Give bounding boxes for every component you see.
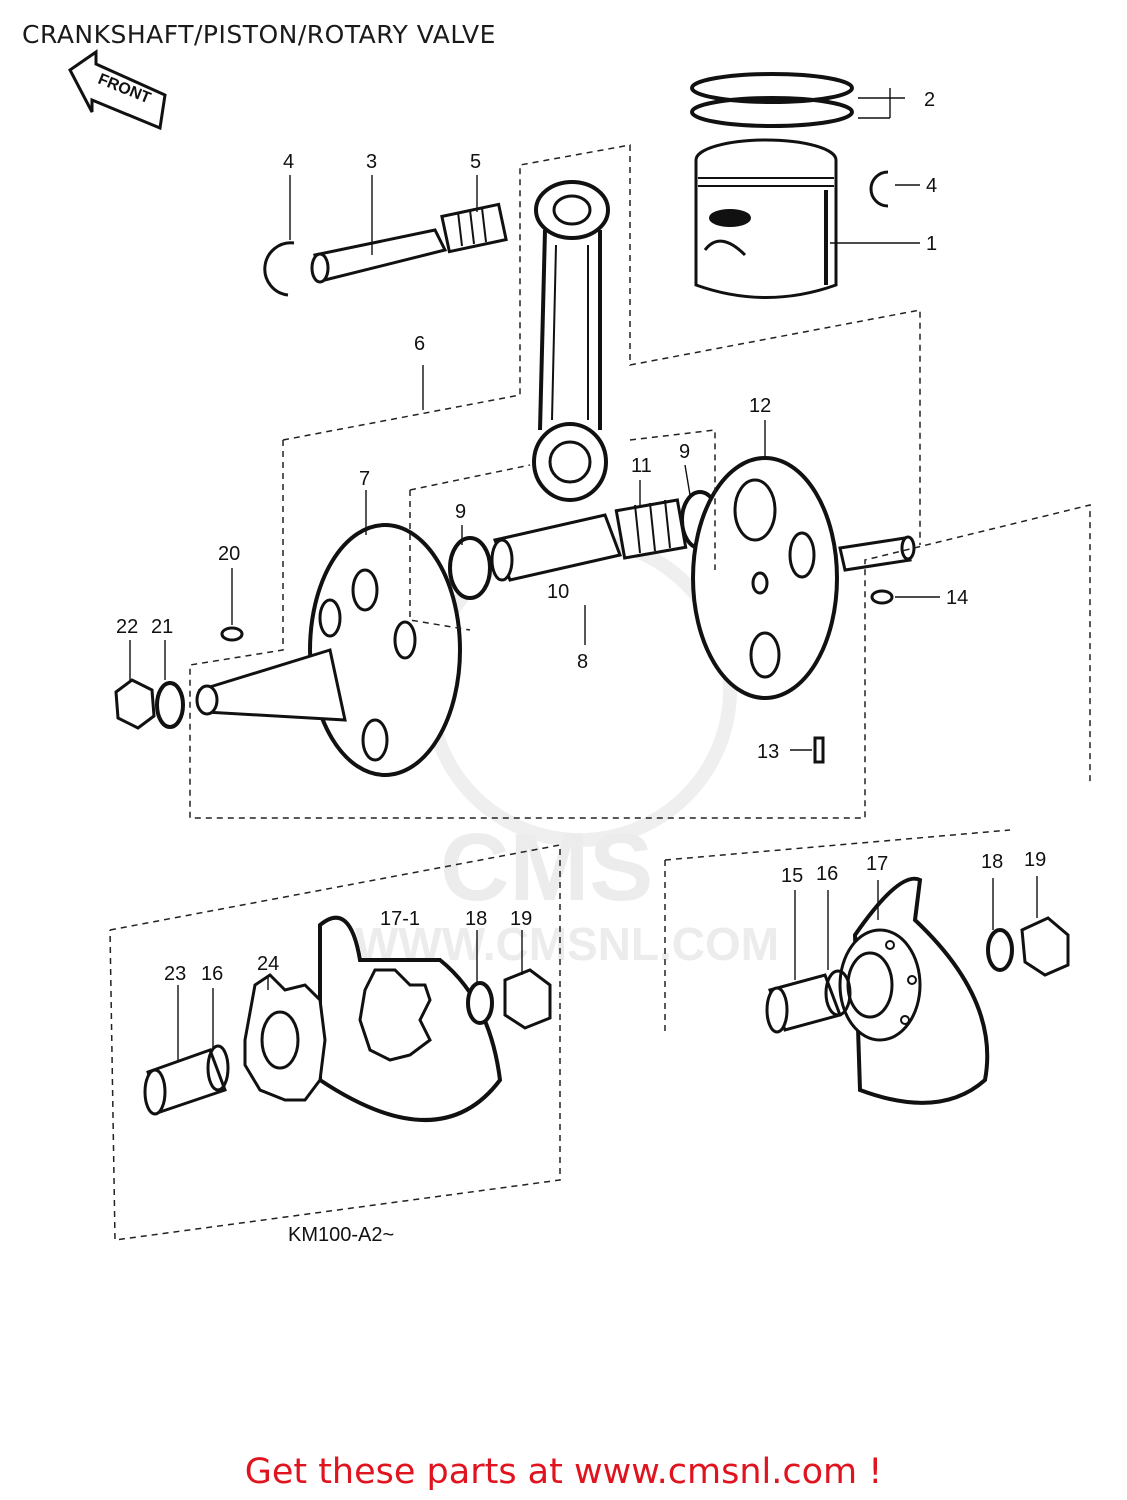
connecting-rod [532, 180, 610, 502]
part-label-5: 5 [470, 151, 481, 173]
part-label-14: 14 [946, 587, 968, 609]
part-label-20: 20 [218, 543, 240, 565]
rotary-valve-left [318, 915, 503, 1122]
part-label-18-left: 18 [465, 908, 487, 930]
part-labels: 2 1 4 4 3 5 6 7 9 9 11 12 10 8 14 13 20 … [116, 89, 1046, 1246]
dowel-pin [813, 736, 825, 764]
part-label-16-left: 16 [201, 963, 223, 985]
bushing-right [765, 969, 852, 1034]
part-label-9-left: 9 [455, 501, 466, 523]
front-arrow-icon: FRONT [68, 49, 167, 131]
part-label-24: 24 [257, 953, 279, 975]
piston-pin [310, 228, 448, 284]
small-end-bearing [440, 202, 508, 254]
circlip-right [869, 170, 889, 208]
part-label-22: 22 [116, 616, 138, 638]
model-note: KM100-A2~ [288, 1224, 394, 1246]
part-label-11: 11 [631, 455, 652, 477]
rotary-valve-right [838, 876, 990, 1105]
woodruff-key-right [870, 589, 894, 605]
woodruff-key-left [220, 626, 244, 642]
part-label-1: 1 [926, 233, 937, 255]
part-label-10: 10 [547, 581, 569, 603]
part-label-17-1: 17-1 [380, 908, 420, 930]
piston [694, 138, 838, 299]
part-label-4-right: 4 [926, 175, 937, 197]
washer-lower-left [466, 981, 494, 1025]
thrust-washer-left [448, 536, 492, 600]
right-flywheel [691, 456, 916, 700]
part-label-23: 23 [164, 963, 186, 985]
watermark-logo: CMS [440, 814, 653, 921]
leader-lines [129, 88, 1038, 1060]
part-label-12: 12 [749, 395, 771, 417]
crank-nut [114, 678, 156, 730]
page-title: CRANKSHAFT/PISTON/ROTARY VALVE [22, 20, 496, 49]
big-end-bearing [614, 498, 688, 560]
part-label-18-right: 18 [981, 851, 1003, 873]
nut-lower-left [503, 968, 552, 1030]
part-label-4-left: 4 [283, 151, 294, 173]
washer-lower-right [986, 928, 1014, 972]
part-label-19-right: 19 [1024, 849, 1046, 871]
left-flywheel [195, 523, 462, 777]
nut-lower-right [1020, 916, 1070, 977]
part-label-3: 3 [366, 151, 377, 173]
piston-rings [690, 72, 854, 128]
footer-parts-link[interactable]: Get these parts at www.cmsnl.com ! [244, 1452, 883, 1492]
part-label-2: 2 [924, 89, 935, 111]
part-label-9-right: 9 [679, 441, 690, 463]
part-label-21: 21 [151, 616, 173, 638]
group-outlines [109, 144, 1091, 1241]
crank-pin [490, 513, 623, 582]
part-label-16-right: 16 [816, 863, 838, 885]
part-label-7: 7 [359, 468, 370, 490]
circlip-left [263, 241, 295, 297]
sprocket [243, 973, 327, 1102]
part-label-8: 8 [577, 651, 588, 673]
part-label-15: 15 [781, 865, 803, 887]
part-label-13: 13 [757, 741, 779, 763]
bushing-left [143, 1044, 230, 1116]
part-label-17: 17 [866, 853, 888, 875]
crank-washer [155, 681, 185, 729]
part-label-6: 6 [414, 333, 425, 355]
part-label-19-left: 19 [510, 908, 532, 930]
